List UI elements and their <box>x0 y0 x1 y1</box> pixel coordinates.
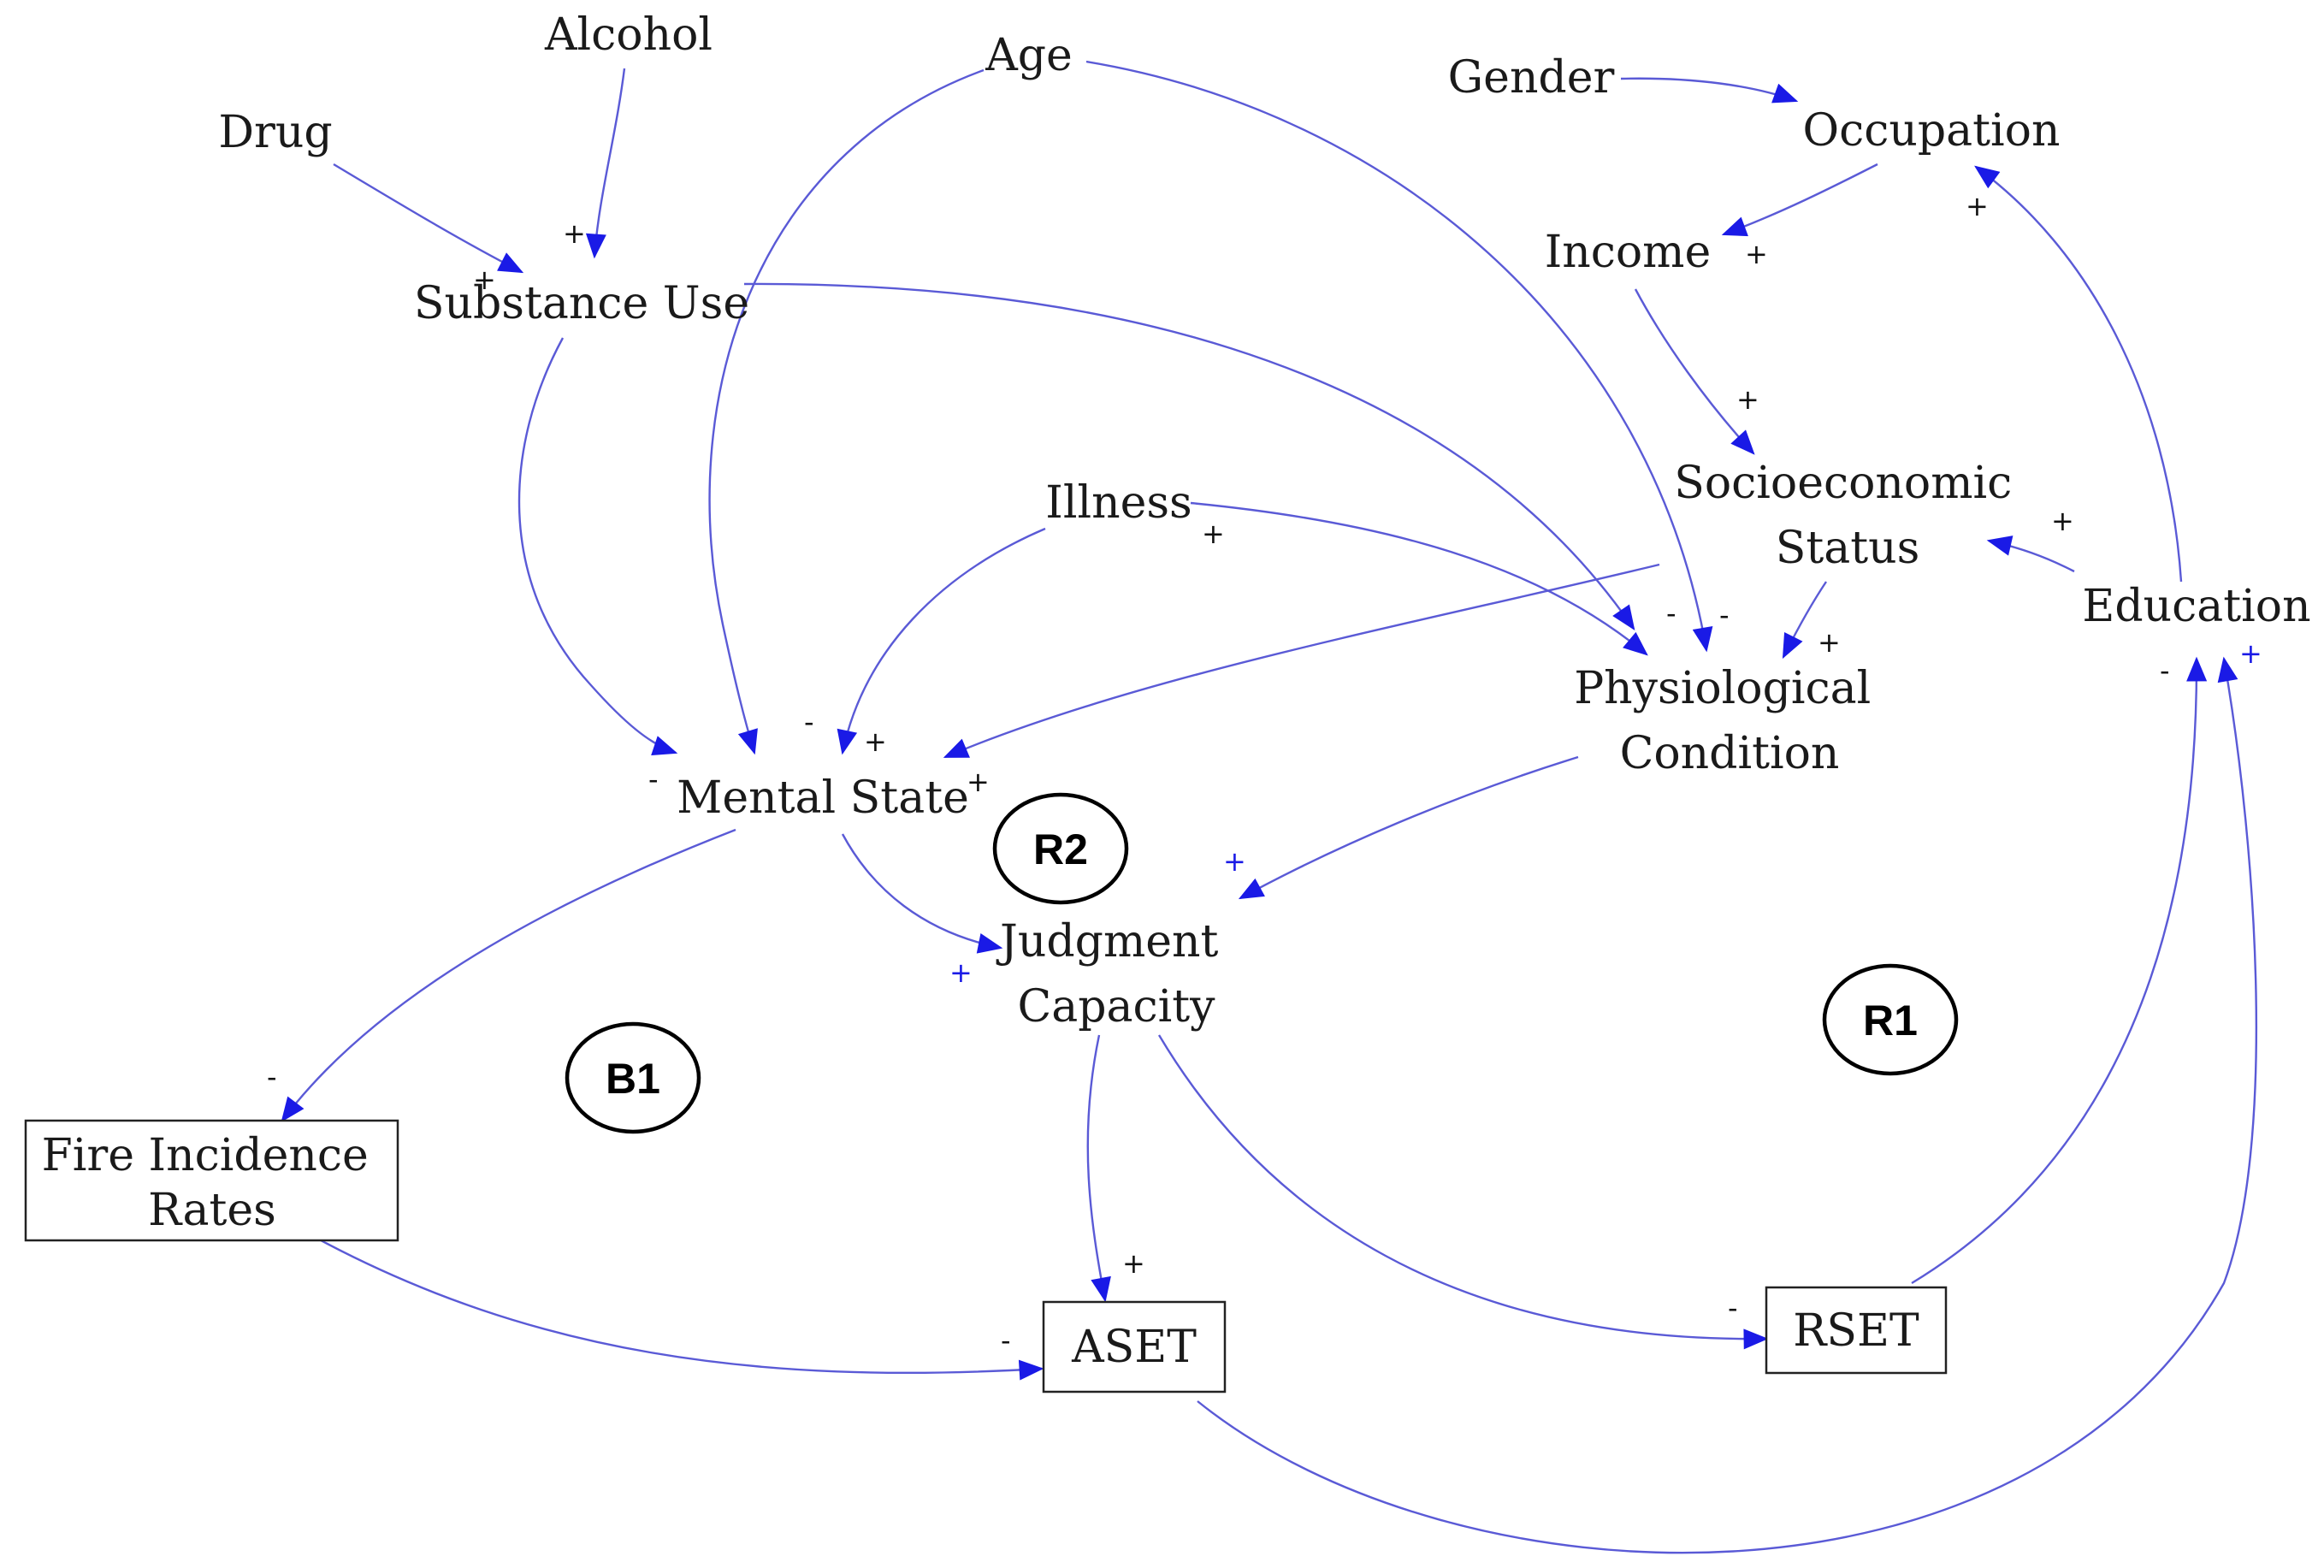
sign-age-physio: - <box>1719 599 1730 631</box>
node-fire-line1: Fire Incidence <box>42 1130 369 1181</box>
edge-education-occupation <box>1974 165 2183 583</box>
sign-age-mental: - <box>804 706 814 738</box>
loop-r2-label: R2 <box>1033 825 1088 873</box>
loop-b1: B1 <box>565 1021 701 1134</box>
sign-aset-education: - <box>2160 654 2170 687</box>
sign-income-ses: + <box>1736 383 1759 416</box>
edge-age-physiological <box>1085 60 1713 653</box>
edge-alcohol-substance-use <box>585 68 626 259</box>
sign-education-occupation: + <box>1966 190 1989 222</box>
edge-physiological-judgment <box>1238 755 1579 900</box>
node-aset: ASET <box>1071 1322 1197 1373</box>
edge-judgment-rset <box>1157 1034 1769 1350</box>
node-socioeconomic-status-line2: Status <box>1776 523 1920 574</box>
sign-judgment-rset: - <box>1728 1292 1738 1324</box>
edge-physiological-mental-state <box>943 563 1660 759</box>
loop-b1-label: B1 <box>606 1055 660 1103</box>
polarity-signs: + + - - + + + - - + + + + + - + - + + + … <box>267 190 2262 1357</box>
loop-r2: R2 <box>992 792 1129 905</box>
node-mental-state: Mental State <box>677 772 969 824</box>
edge-age-mental-state <box>708 68 985 755</box>
loop-r1-label: R1 <box>1863 997 1918 1044</box>
sign-alcohol-substance: + <box>563 217 586 250</box>
aset-box <box>1042 1300 1227 1393</box>
sign-substance-mental: - <box>648 763 659 796</box>
edge-illness-physiological <box>1190 501 1648 656</box>
edge-mental-state-fire-incidence <box>281 828 736 1122</box>
node-substance-use: Substance Use <box>414 278 749 329</box>
node-income: Income <box>1545 227 1712 278</box>
node-physiological-condition: Physiological Condition <box>1574 663 1885 779</box>
node-illness: Illness <box>1045 477 1192 529</box>
edge-illness-mental-state <box>837 527 1046 755</box>
node-education: Education <box>2082 581 2310 632</box>
node-physiological-line1: Physiological <box>1574 663 1871 714</box>
sign-rset-education: + <box>2239 637 2262 670</box>
sign-occupation-income: + <box>1745 238 1768 270</box>
loop-r1: R1 <box>1822 963 1959 1076</box>
edge-ses-physiological <box>1782 581 1827 660</box>
node-alcohol: Alcohol <box>544 9 713 61</box>
edge-substance-use-mental-state <box>517 337 678 756</box>
node-gender: Gender <box>1448 52 1615 104</box>
node-occupation: Occupation <box>1803 105 2061 157</box>
sign-drug-substance: + <box>473 263 496 296</box>
node-judgment-line2: Capacity <box>1017 981 1215 1033</box>
sign-mental-judgment: + <box>949 956 973 989</box>
edges <box>281 60 2258 1554</box>
edge-drug-substance-use <box>333 163 524 274</box>
sign-illness-mental: + <box>864 725 887 758</box>
sign-substance-physio: - <box>1666 597 1676 630</box>
node-drug: Drug <box>218 107 332 158</box>
edge-education-ses <box>1986 535 2075 573</box>
edge-judgment-aset <box>1086 1034 1111 1303</box>
edge-income-ses <box>1634 288 1755 455</box>
node-physiological-line2: Condition <box>1620 728 1840 779</box>
node-fire-incidence-rates: Fire Incidence Rates <box>42 1130 383 1236</box>
node-socioeconomic-status-line1: Socioeconomic <box>1674 458 2012 509</box>
edge-gender-occupation <box>1620 77 1799 104</box>
edge-aset-education <box>1197 656 2258 1554</box>
node-fire-line2: Rates <box>148 1185 276 1236</box>
sign-illness-label: + <box>1202 518 1225 550</box>
sign-physio-judgment: + <box>1223 845 1246 878</box>
edge-rset-education <box>1911 656 2208 1285</box>
sign-education-ses: + <box>2051 505 2074 537</box>
sign-judgment-aset: + <box>1122 1247 1145 1280</box>
node-judgment-line1: Judgment <box>996 916 1218 967</box>
node-rset: RSET <box>1793 1305 1919 1357</box>
edge-fire-incidence-aset <box>320 1239 1044 1381</box>
sign-physio-mental: + <box>967 766 990 798</box>
sign-mental-fire: - <box>267 1061 277 1093</box>
node-age: Age <box>985 30 1073 81</box>
node-socioeconomic-status: Socioeconomic Status <box>1674 458 2026 574</box>
fire-incidence-box <box>24 1119 399 1242</box>
node-judgment-capacity: Judgment Capacity <box>996 916 1233 1033</box>
edge-substance-use-physiological <box>743 282 1635 630</box>
edge-occupation-income <box>1721 163 1878 237</box>
sign-ses-physio: + <box>1818 626 1841 659</box>
edge-mental-state-judgment <box>841 833 1003 954</box>
sign-fire-aset: - <box>1001 1324 1011 1357</box>
rset-box <box>1765 1286 1948 1375</box>
